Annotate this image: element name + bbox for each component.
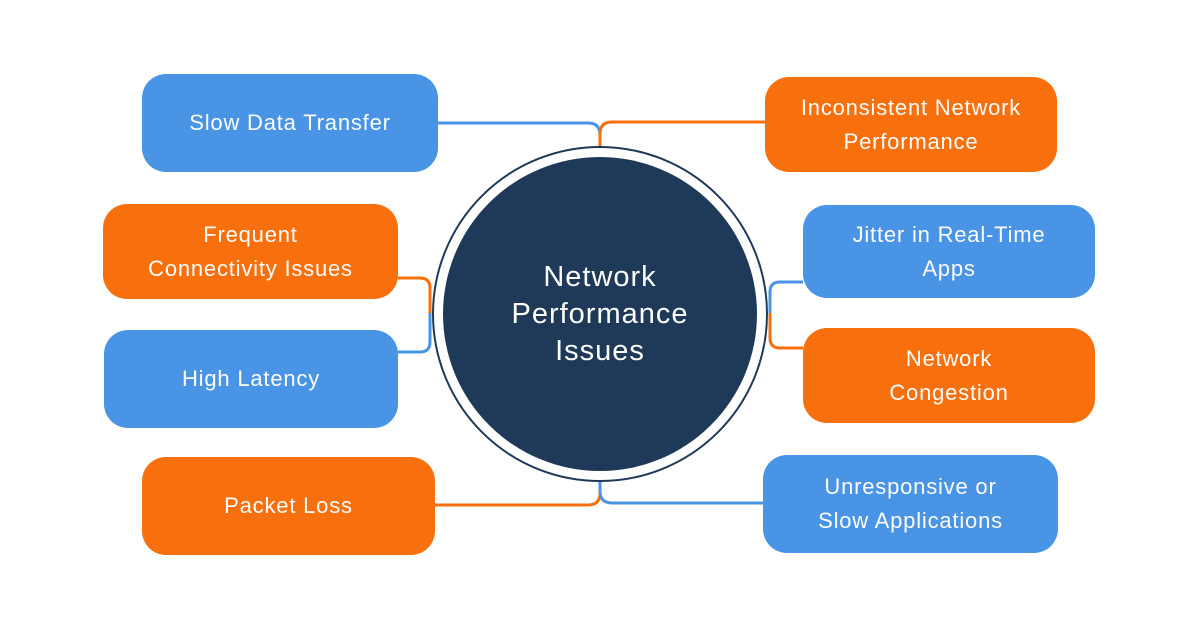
node-high-latency: High Latency (104, 330, 398, 428)
node-label: High Latency (181, 366, 320, 391)
node-label: Frequent Connectivity Issues (148, 221, 353, 281)
connector-frequent-connectivity-issues (398, 276, 432, 315)
node-label: Network Congestion (889, 345, 1009, 405)
node-label: Inconsistent Network Performance (800, 94, 1022, 154)
connector-slow-data-transfer (438, 121, 602, 148)
node-label: Unresponsive or Slow Applications (818, 474, 1003, 533)
node-slow-data-transfer: Slow Data Transfer (142, 74, 438, 172)
connector-jitter-in-real-time-apps (768, 280, 803, 315)
connector-inconsistent-network-performance (598, 120, 765, 148)
node-packet-loss: Packet Loss (142, 457, 435, 555)
node-jitter-in-real-time-apps: Jitter in Real-Time Apps (803, 205, 1095, 298)
connector-network-congestion (768, 313, 803, 350)
node-inconsistent-network-performance: Inconsistent Network Performance (765, 77, 1057, 172)
node-label: Jitter in Real-Time Apps (852, 221, 1046, 281)
connector-unresponsive-or-slow-applications (598, 482, 763, 505)
connector-high-latency (398, 313, 432, 354)
node-network-congestion: Network Congestion (803, 328, 1095, 423)
node-unresponsive-or-slow-applications: Unresponsive or Slow Applications (763, 455, 1058, 553)
center-circle (443, 157, 757, 471)
node-label: Packet Loss (224, 493, 353, 518)
connector-packet-loss (435, 482, 602, 507)
center-label: Network Performance Issues (511, 260, 689, 367)
node-label: Slow Data Transfer (189, 110, 391, 135)
node-frequent-connectivity-issues: Frequent Connectivity Issues (103, 204, 398, 299)
